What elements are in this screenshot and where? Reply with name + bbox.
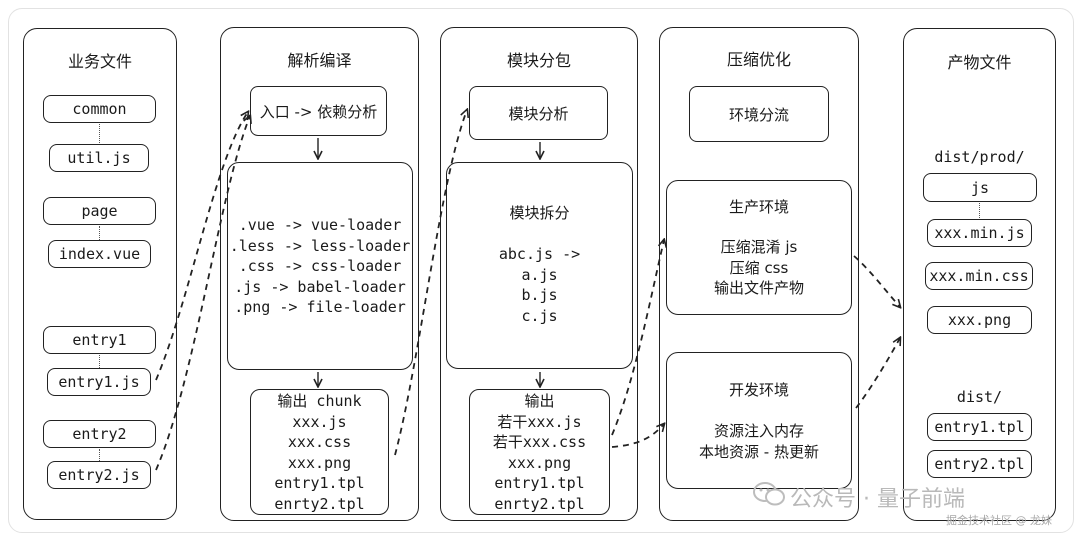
chunk-output-line: 输出 chunk xyxy=(277,392,362,410)
module-split-lines: abc.js -> a.js b.js c.js xyxy=(447,244,632,326)
chunk-output-line: xxx.png xyxy=(287,453,352,472)
arrow-output-to-development xyxy=(611,424,664,448)
prod-file-min-js: xxx.min.js xyxy=(927,219,1032,247)
dist-dir-label: dist/ xyxy=(956,388,1003,406)
arrow-entry2-to-compile xyxy=(155,116,250,471)
page-box: page xyxy=(43,197,156,225)
production-env-heading: 生产环境 xyxy=(728,198,789,216)
chunk-output-lines: 输出 chunk xxx.js xxx.css xxx.png entry1.t… xyxy=(251,391,388,514)
bundle-output-line: enrty2.tpl xyxy=(494,494,585,513)
bundle-output-lines: 输出 若干xxx.js 若干xxx.css xxx.png entry1.tpl… xyxy=(470,391,609,514)
entry1-box: entry1 xyxy=(43,326,156,354)
production-env-title: 生产环境 xyxy=(667,197,851,218)
development-env-title: 开发环境 xyxy=(667,380,851,401)
connector-dots xyxy=(99,355,100,368)
bundle-column-title: 模块分包 xyxy=(506,51,571,70)
bundle-output-line: entry1.tpl xyxy=(494,474,585,492)
prod-file-min-css: xxx.min.css xyxy=(925,262,1033,290)
entry-analysis-box: 入口 -> 依赖分析 xyxy=(250,86,387,136)
module-analysis-box: 模块分析 xyxy=(469,86,608,140)
production-env-lines: 压缩混淆 js 压缩 css 输出文件产物 xyxy=(667,237,851,299)
entry2-js-box: entry2.js xyxy=(47,461,151,489)
module-split-title: 模块拆分 xyxy=(447,203,632,224)
loader-rule: .png -> file-loader xyxy=(234,298,406,316)
development-env-box: 开发环境 资源注入内存 本地资源 - 热更新 xyxy=(666,352,852,489)
util-js-box: util.js xyxy=(49,144,149,172)
optimize-column-title: 压缩优化 xyxy=(726,50,791,69)
compile-column-title: 解析编译 xyxy=(287,51,352,70)
bundle-output-line: 若干xxx.js xyxy=(497,412,582,431)
loader-box: .vue -> vue-loader .less -> less-loader … xyxy=(227,162,413,370)
chunk-output-line: xxx.css xyxy=(287,433,352,451)
production-env-line: 输出文件产物 xyxy=(713,279,804,297)
loader-rule: .vue -> vue-loader xyxy=(238,216,402,234)
development-env-heading: 开发环境 xyxy=(728,381,789,399)
connector-dots xyxy=(979,203,980,218)
module-split-line: a.js xyxy=(521,265,558,284)
files-column-title: 业务文件 xyxy=(67,52,132,71)
entry2-box: entry2 xyxy=(43,420,156,448)
production-env-line: 压缩混淆 js xyxy=(720,238,798,256)
watermark-brand: 公众号 · 量子前端 xyxy=(790,487,965,512)
module-split-heading: 模块拆分 xyxy=(509,204,570,222)
module-split-line: abc.js -> xyxy=(498,245,581,263)
bundle-output-line: xxx.png xyxy=(507,453,572,472)
loader-rule: .js -> babel-loader xyxy=(234,277,406,296)
arrow-chunk-to-bundle xyxy=(394,110,467,456)
dist-file-entry2-tpl: entry2.tpl xyxy=(927,450,1032,478)
bundle-output-line: 输出 xyxy=(524,392,555,410)
loader-rule: .less -> less-loader xyxy=(229,236,411,255)
prod-file-png: xxx.png xyxy=(927,306,1032,334)
watermark-site: 掘金技术社区 @ 龙妹 xyxy=(946,514,1052,527)
chunk-output-line: xxx.js xyxy=(292,412,347,431)
chunk-output-line: entry1.tpl xyxy=(274,474,365,492)
arrow-output-to-production xyxy=(611,240,664,436)
module-split-box: 模块拆分 abc.js -> a.js b.js c.js xyxy=(446,162,633,369)
chunk-output-line: enrty2.tpl xyxy=(274,494,365,513)
common-box: common xyxy=(43,95,156,123)
production-env-line: 压缩 css xyxy=(729,258,789,277)
bundle-output-line: 若干xxx.css xyxy=(492,433,587,451)
connector-dots xyxy=(99,124,100,143)
wechat-logo-icon xyxy=(753,482,785,506)
prod-file-js: js xyxy=(923,173,1037,202)
arrow-entry1-to-compile xyxy=(155,112,248,381)
connector-dots xyxy=(99,226,100,240)
prod-dir-label: dist/prod/ xyxy=(934,148,1025,166)
development-env-lines: 资源注入内存 本地资源 - 热更新 xyxy=(667,421,851,462)
arrow-production-to-dist xyxy=(853,255,900,307)
entry1-js-box: entry1.js xyxy=(47,368,151,396)
module-split-line: b.js xyxy=(521,286,558,304)
loader-lines: .vue -> vue-loader .less -> less-loader … xyxy=(228,215,412,318)
development-env-line: 资源注入内存 xyxy=(713,422,804,440)
arrow-development-to-dist xyxy=(855,338,900,409)
bundle-output-box: 输出 若干xxx.js 若干xxx.css xxx.png entry1.tpl… xyxy=(469,389,610,515)
connector-dots xyxy=(99,449,100,461)
env-split-box: 环境分流 xyxy=(689,86,829,142)
loader-rule: .css -> css-loader xyxy=(238,257,402,275)
output-column-title: 产物文件 xyxy=(947,53,1012,72)
module-split-line: c.js xyxy=(521,306,558,325)
production-env-box: 生产环境 压缩混淆 js 压缩 css 输出文件产物 xyxy=(666,180,852,315)
dist-file-entry1-tpl: entry1.tpl xyxy=(927,413,1032,441)
development-env-line: 本地资源 - 热更新 xyxy=(699,442,819,461)
chunk-output-box: 输出 chunk xxx.js xxx.css xxx.png entry1.t… xyxy=(250,389,389,515)
index-vue-box: index.vue xyxy=(48,240,151,268)
